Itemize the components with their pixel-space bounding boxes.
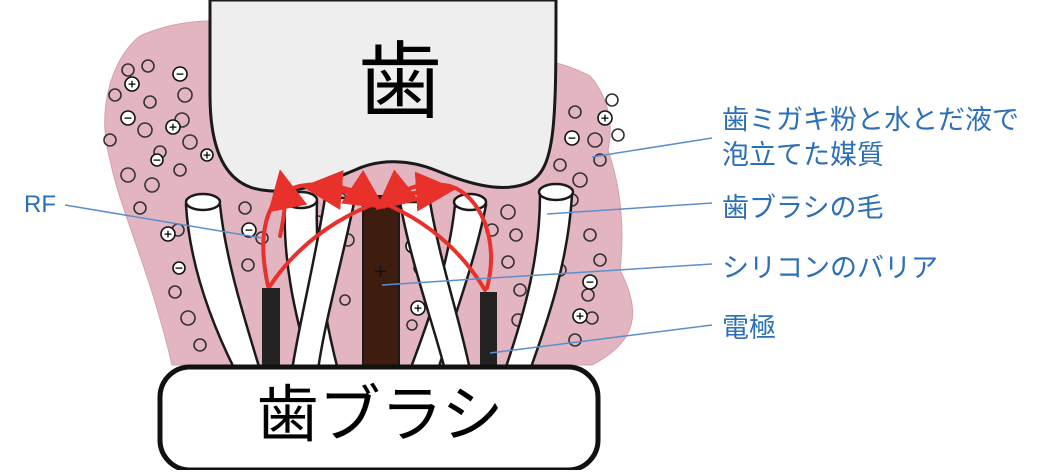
svg-text:−: − xyxy=(244,224,253,237)
medium-label: 歯ミガキ粉と水とだ液で 泡立てた媒質 xyxy=(722,104,1019,173)
rf-current-arrows xyxy=(261,169,493,292)
svg-text:−: − xyxy=(567,132,576,145)
barrier-label: シリコンのバリア xyxy=(722,253,938,284)
callout-lines xyxy=(64,137,713,354)
svg-text:−: − xyxy=(175,68,184,81)
svg-text:+: + xyxy=(413,302,422,315)
electrode-left xyxy=(262,288,280,370)
svg-text:+: + xyxy=(168,121,177,134)
svg-text:+: + xyxy=(575,310,584,323)
tooth-label: 歯 xyxy=(357,33,442,131)
bristle-tip xyxy=(537,182,575,202)
svg-text:+: + xyxy=(127,78,136,91)
bristles xyxy=(184,182,575,372)
electrode-right xyxy=(480,292,497,370)
rf-label: RF xyxy=(24,191,56,218)
bristle-tip xyxy=(283,190,319,210)
medium-label-line2: 泡立てた媒質 xyxy=(722,139,884,171)
toothbrush-label: 歯ブラシ xyxy=(256,378,504,451)
ions: − + − + − + + − − − − + − + − + xyxy=(120,66,613,324)
svg-text:−: − xyxy=(152,154,161,167)
tooth-shape xyxy=(208,0,558,193)
medium-label-line1: 歯ミガキ粉と水とだ液で xyxy=(722,105,1019,136)
svg-text:+: + xyxy=(202,149,211,162)
bristle-label: 歯ブラシの毛 xyxy=(722,193,884,224)
bristle-tip xyxy=(184,192,222,212)
svg-text:−: − xyxy=(174,262,183,275)
barrier-sign: + xyxy=(373,261,388,282)
svg-text:−: − xyxy=(123,112,132,125)
svg-text:−: − xyxy=(585,276,594,289)
svg-text:+: + xyxy=(163,228,172,241)
silicone-barrier xyxy=(362,195,400,372)
svg-text:+: + xyxy=(600,112,609,125)
electrode-label: 電極 xyxy=(722,313,776,344)
